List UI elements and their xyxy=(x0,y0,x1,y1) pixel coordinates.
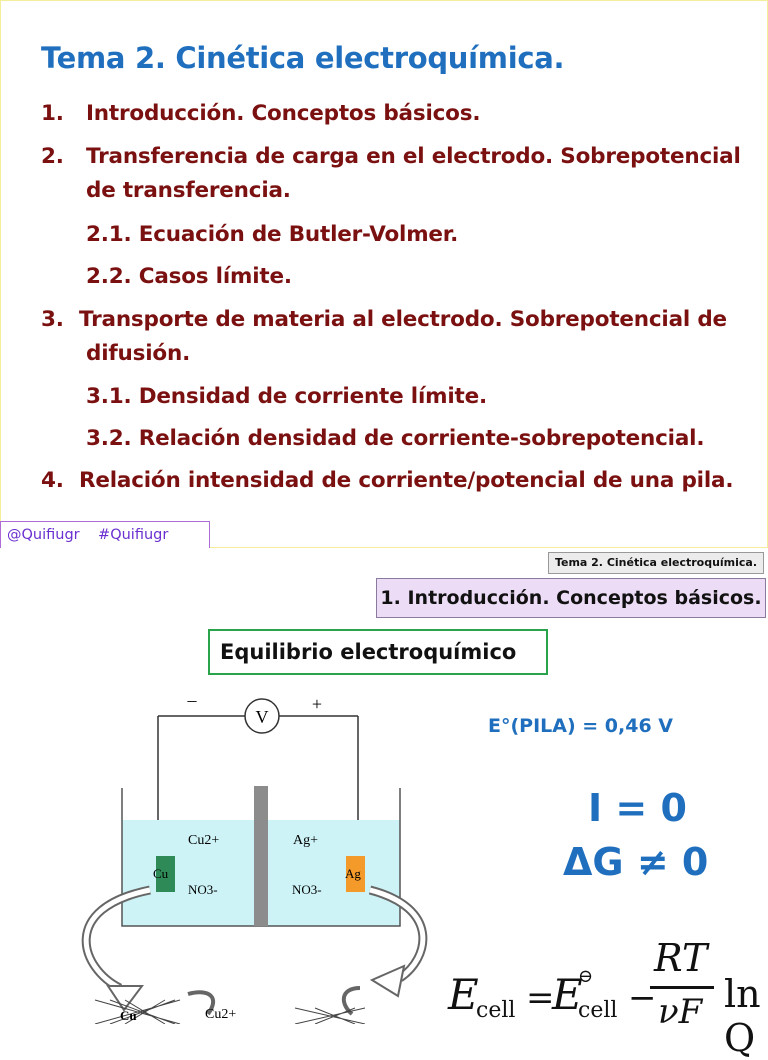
item-number: 4. xyxy=(41,468,64,493)
ag-electrode-label: Ag xyxy=(345,866,361,881)
outline-item-3: 3. Transporte de materia al electrodo. S… xyxy=(41,303,727,337)
item-text: de transferencia. xyxy=(86,178,291,203)
item-text: 3.2. Relación densidad de corriente-sobr… xyxy=(86,426,705,451)
outline-item-2-1: 2.1. Ecuación de Butler-Volmer. xyxy=(86,218,458,252)
outline-item-2-cont: de transferencia. xyxy=(86,174,291,208)
nernst-equation: E cell = E ⊖ cell − RT νF ln Q xyxy=(444,936,768,1060)
item-text: Relación intensidad de corriente/potenci… xyxy=(79,468,734,493)
cu-electrode xyxy=(156,856,175,892)
slide-title: Tema 2. Cinética electroquímica. xyxy=(41,41,565,75)
cu-atom-label: Cu xyxy=(120,1008,137,1023)
nitrate-right-label: NO3- xyxy=(292,882,322,897)
header-tag: Tema 2. Cinética electroquímica. xyxy=(548,552,764,574)
formula-nf: νF xyxy=(658,992,703,1032)
ag-electrode xyxy=(346,856,365,892)
voltmeter-icon xyxy=(244,698,280,734)
cu-ion-bottom-label: Cu2+ xyxy=(205,1007,236,1022)
item-text: 3.1. Densidad de corriente límite. xyxy=(86,384,487,409)
outline-item-3-1: 3.1. Densidad de corriente límite. xyxy=(86,380,487,414)
ag-ion-label: Ag+ xyxy=(293,833,318,848)
equals-sign: = xyxy=(526,978,555,1018)
lnq-text: ln Q xyxy=(724,972,761,1060)
item-text: 2.2. Casos límite. xyxy=(86,264,292,289)
item-text: Transferencia de carga en el electrodo. … xyxy=(86,144,741,169)
outline-item-2: 2. Transferencia de carga en el electrod… xyxy=(41,140,741,174)
outline-item-2-2: 2.2. Casos límite. xyxy=(86,260,292,294)
cell-potential: E°(PILA) = 0,46 V xyxy=(488,715,673,737)
nitrate-left-label: NO3- xyxy=(188,882,218,897)
section-tag: 1. Introducción. Conceptos básicos. xyxy=(376,578,766,618)
item-number: 3. xyxy=(41,307,64,332)
right-curve-arrow-inner xyxy=(369,887,426,981)
item-number: 1. xyxy=(41,101,64,126)
formula-lnq: ln Q xyxy=(724,972,768,1060)
outline-item-3-cont: difusión. xyxy=(86,337,190,371)
item-number: 2. xyxy=(41,144,64,169)
cu-lattice xyxy=(94,999,181,1024)
formula-e: E xyxy=(448,970,479,1019)
outline-item-3-2: 3.2. Relación densidad de corriente-sobr… xyxy=(86,422,705,456)
slide-1: Tema 2. Cinética electroquímica. 1. Intr… xyxy=(0,0,768,548)
delta-g: ΔG ≠ 0 xyxy=(563,840,709,884)
item-text: 2.1. Ecuación de Butler-Volmer. xyxy=(86,222,459,247)
outline-item-4: 4. Relación intensidad de corriente/pote… xyxy=(41,464,733,498)
left-curve-arrow-inner xyxy=(83,887,151,991)
left-arrow-head xyxy=(106,985,144,1012)
plus-sign: + xyxy=(312,694,322,714)
formula-sub-cell-2: cell xyxy=(578,998,618,1023)
cu-electrode-label: Cu xyxy=(153,866,169,881)
cu-ion-label: Cu2+ xyxy=(188,833,219,848)
formula-e-standard: E xyxy=(552,970,583,1019)
slide-2: Tema 2. Cinética electroquímica. 1. Intr… xyxy=(0,548,768,1060)
minus-sign: − xyxy=(628,978,657,1018)
formula-rt: RT xyxy=(654,936,708,980)
minus-sign: – xyxy=(187,690,198,710)
small-left-arrow xyxy=(187,990,216,1016)
item-text: difusión. xyxy=(86,341,191,366)
fraction-bar xyxy=(650,986,714,989)
ag-lattice xyxy=(294,1007,366,1024)
separator xyxy=(254,786,268,926)
current-zero: I = 0 xyxy=(588,786,687,830)
voltmeter-label: V xyxy=(256,707,269,727)
outline-item-1: 1. Introducción. Conceptos básicos. xyxy=(41,97,480,131)
item-text: Transporte de materia al electrodo. Sobr… xyxy=(79,307,727,332)
standard-icon: ⊖ xyxy=(578,966,594,987)
right-arrow-head xyxy=(369,964,406,998)
item-text: Introducción. Conceptos básicos. xyxy=(86,101,481,126)
electrochemical-cell-diagram: V – + Cu Ag Cu2+ Ag+ NO3- NO3- Cu Cu xyxy=(81,690,428,1024)
formula-sub-cell: cell xyxy=(476,998,516,1023)
box-title: Equilibrio electroquímico xyxy=(208,629,548,675)
